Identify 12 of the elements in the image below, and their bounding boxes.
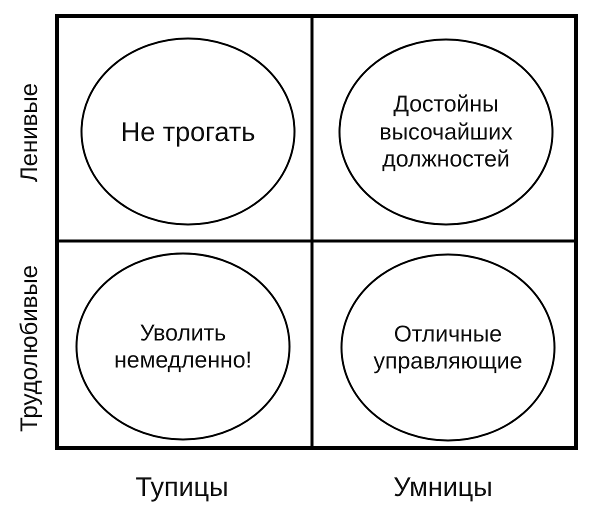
- ellipse-label: Уволить немедленно!: [113, 318, 253, 374]
- quadrant-ellipse: [338, 38, 554, 226]
- row-label: Ленивые: [18, 83, 42, 183]
- ellipse-label: Достойны высочайших должностей: [378, 90, 514, 174]
- ellipse-label: Отличные управляющие: [372, 320, 524, 376]
- quadrant-ellipse: [80, 37, 296, 226]
- quadrant-ellipse: [75, 252, 291, 441]
- column-label: Тупицы: [135, 474, 229, 500]
- quadrant-ellipse: [340, 253, 556, 442]
- column-label: Умницы: [393, 474, 493, 500]
- row-label: Трудолюбивые: [18, 264, 42, 432]
- ellipse-label: Не трогать: [120, 115, 256, 148]
